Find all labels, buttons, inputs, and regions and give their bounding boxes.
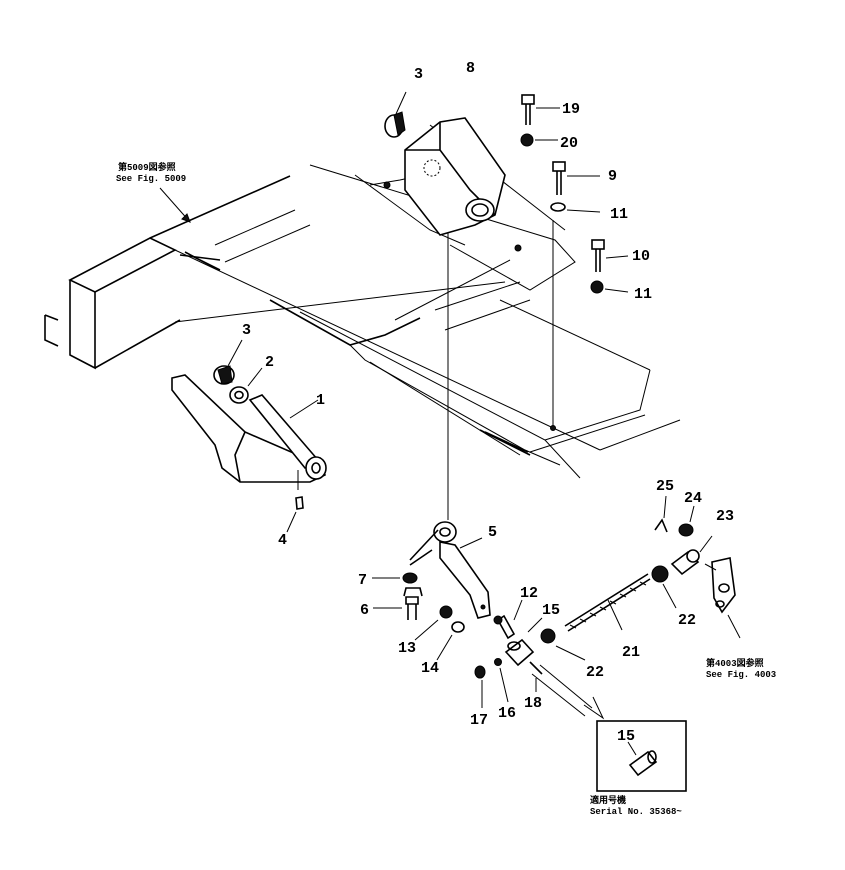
label-part-24: 24 xyxy=(684,490,702,507)
washer-7 xyxy=(372,572,418,584)
label-part-19: 19 xyxy=(562,101,580,118)
label-part-15-inset: 15 xyxy=(617,728,635,745)
label-part-25: 25 xyxy=(656,478,674,495)
label-part-3-upper: 3 xyxy=(414,66,423,83)
clevis-23 xyxy=(670,535,713,576)
pedal-shaft-1 xyxy=(171,374,327,483)
label-part-20: 20 xyxy=(560,135,578,152)
pin-18 xyxy=(529,661,543,692)
lever-5 xyxy=(409,521,491,619)
bolt-6 xyxy=(373,587,423,620)
clevis-15 xyxy=(504,617,543,667)
reference-fig-5009-jp: 第5009図参照 xyxy=(118,161,176,173)
washer-11-upper xyxy=(550,202,601,213)
washer-14 xyxy=(436,621,465,661)
nut-13 xyxy=(414,605,453,641)
label-part-4: 4 xyxy=(278,532,287,549)
label-part-6: 6 xyxy=(360,602,369,619)
label-part-18: 18 xyxy=(524,695,542,712)
inset-box xyxy=(596,720,687,792)
reference-fig-5009-en: See Fig. 5009 xyxy=(116,174,186,184)
label-part-15: 15 xyxy=(542,602,560,619)
pin-25 xyxy=(654,495,668,533)
label-part-17: 17 xyxy=(470,712,488,729)
label-part-11-lower: 11 xyxy=(634,286,652,303)
label-part-3-lower: 3 xyxy=(242,322,251,339)
reference-fig-4003-jp: 第4003図参照 xyxy=(706,657,764,669)
label-part-16: 16 xyxy=(498,705,516,722)
pedal-bracket-8 xyxy=(383,117,522,252)
label-part-5: 5 xyxy=(488,524,497,541)
bolt-19 xyxy=(521,94,560,125)
label-part-1: 1 xyxy=(316,392,325,409)
nut-11-lower xyxy=(590,280,629,294)
label-part-21: 21 xyxy=(622,644,640,661)
bolt-10 xyxy=(591,239,629,272)
bolt-12 xyxy=(493,599,523,640)
arrow-fig-5009 xyxy=(159,187,191,223)
arrow-to-inset xyxy=(531,664,605,720)
label-part-12: 12 xyxy=(520,585,538,602)
frame-structure xyxy=(44,124,681,520)
label-part-22-right: 22 xyxy=(678,612,696,629)
label-part-8: 8 xyxy=(466,60,475,77)
nut-20 xyxy=(520,133,558,147)
bolt-9 xyxy=(552,161,600,195)
cap-3-upper xyxy=(384,91,407,138)
inset-applicability-label: 適用号機 xyxy=(590,794,626,806)
inset-serial-number: Serial No. 35368~ xyxy=(590,807,682,817)
label-part-9: 9 xyxy=(608,168,617,185)
label-part-11-upper: 11 xyxy=(610,206,628,223)
nut-16 xyxy=(494,658,509,703)
label-part-13: 13 xyxy=(398,640,416,657)
label-part-14: 14 xyxy=(421,660,439,677)
nut-24 xyxy=(678,505,695,537)
rod-21 xyxy=(564,573,651,632)
pin-4 xyxy=(286,470,304,533)
label-part-23: 23 xyxy=(716,508,734,525)
nut-22-right xyxy=(651,565,677,609)
label-part-2: 2 xyxy=(265,354,274,371)
bell-crank-ref-4003 xyxy=(704,557,741,639)
label-part-10: 10 xyxy=(632,248,650,265)
nut-17 xyxy=(474,665,486,708)
reference-fig-4003-en: See Fig. 4003 xyxy=(706,670,776,680)
washer-2 xyxy=(229,367,263,404)
nut-22-left xyxy=(540,628,586,661)
label-part-7: 7 xyxy=(358,572,367,589)
cap-3-lower xyxy=(213,339,243,385)
label-part-22-left: 22 xyxy=(586,664,604,681)
